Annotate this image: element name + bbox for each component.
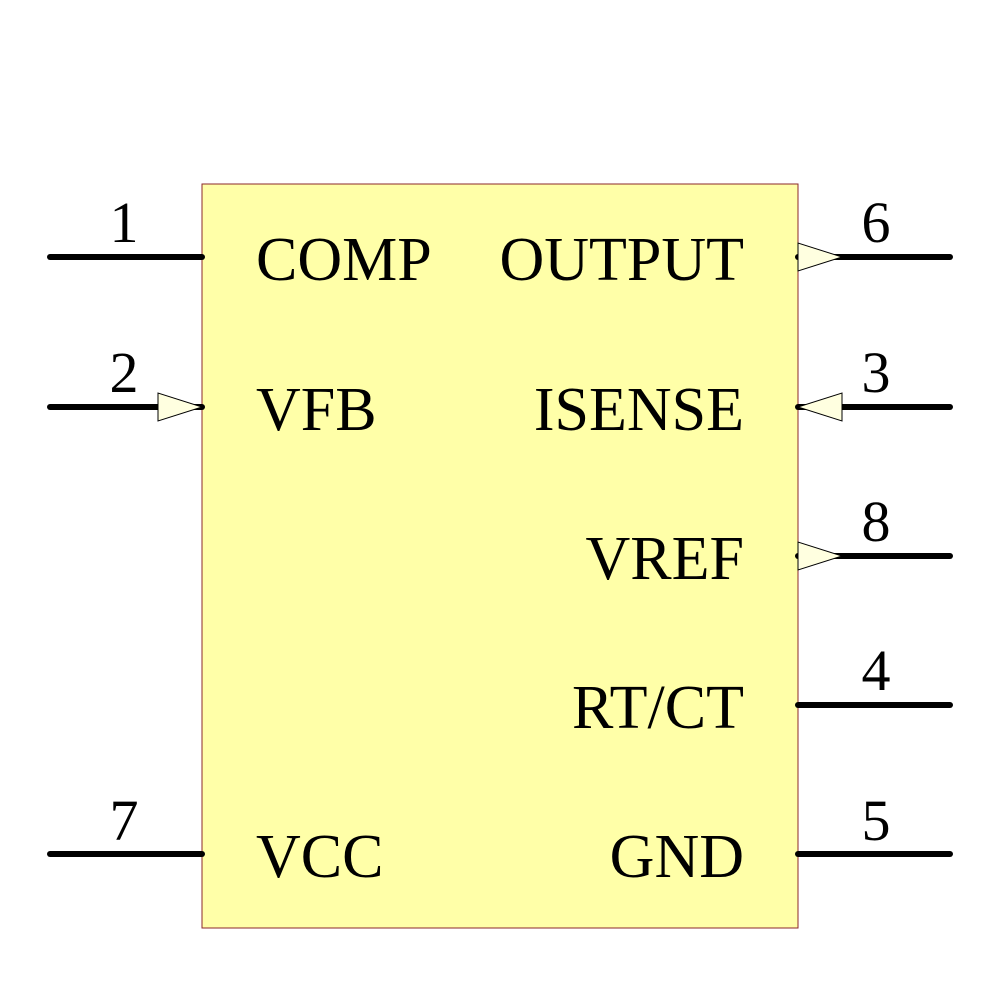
pin-1-label: COMP bbox=[256, 226, 432, 294]
pin-5-number: 5 bbox=[862, 788, 891, 853]
pin-7-number: 7 bbox=[110, 788, 139, 853]
ic-body bbox=[201, 183, 799, 929]
input-arrow-icon bbox=[157, 392, 204, 422]
pin-5-label: GND bbox=[610, 823, 744, 891]
pin-3-label: ISENSE bbox=[534, 376, 744, 444]
pin-2: 2 VFB bbox=[47, 340, 377, 444]
pin-4: 4 RT/CT bbox=[572, 638, 953, 742]
pin-7: 7 VCC bbox=[47, 788, 383, 891]
pin-6-number: 6 bbox=[862, 190, 891, 255]
pin-6: 6 OUTPUT bbox=[499, 190, 953, 294]
pin-8-number: 8 bbox=[862, 489, 891, 554]
pin-8-label: VREF bbox=[586, 525, 744, 593]
pin-6-label: OUTPUT bbox=[499, 226, 744, 294]
pin-1: 1 COMP bbox=[47, 190, 432, 294]
pin-7-label: VCC bbox=[256, 823, 383, 891]
pin-4-label: RT/CT bbox=[572, 674, 744, 742]
output-arrow-icon bbox=[797, 242, 844, 272]
pin-4-number: 4 bbox=[862, 638, 891, 703]
pin-2-label: VFB bbox=[256, 376, 377, 444]
pin-8: 8 VREF bbox=[586, 489, 953, 593]
pin-5: 5 GND bbox=[610, 788, 953, 891]
output-arrow-icon bbox=[797, 541, 844, 571]
pin-3-number: 3 bbox=[862, 340, 891, 405]
pin-1-number: 1 bbox=[110, 190, 139, 255]
input-arrow-icon bbox=[796, 392, 843, 422]
pin-2-number: 2 bbox=[110, 340, 139, 405]
pin-3: 3 ISENSE bbox=[534, 340, 953, 444]
